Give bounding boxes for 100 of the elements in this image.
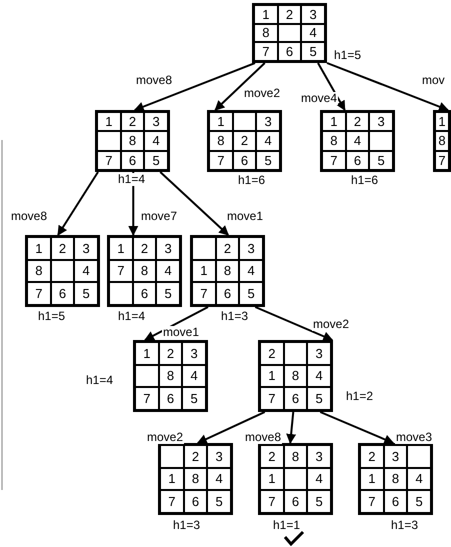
number-tile: 2 [158,342,182,365]
number-tile: 7 [135,387,159,410]
puzzle-board [358,443,433,515]
number-tile: 4 [256,131,280,151]
number-tile: 2 [184,445,208,468]
number-tile: 7 [322,150,346,170]
arrow [144,306,208,341]
number-tile: 5 [369,150,393,170]
number-tile: 3 [144,112,168,132]
number-tile: 4 [307,468,331,490]
number-tile: 5 [307,490,331,513]
number-tile: 7 [192,282,216,305]
number-tile: 6 [184,490,208,513]
heuristic-value: h1=1 [272,519,302,532]
number-tile: 5 [182,387,206,410]
number-tile: 8 [184,468,208,490]
edge-label: move1 [226,210,264,223]
number-tile: 7 [27,282,51,305]
number-tile: 4 [156,260,180,282]
number-tile: 5 [207,490,231,513]
puzzle-board [25,235,100,307]
number-tile: 2 [232,131,256,151]
number-tile: 2 [132,237,156,260]
number-tile: 4 [346,131,370,151]
heuristic-value: h1=6 [350,174,380,187]
number-tile: 6 [278,42,302,61]
number-tile: 3 [156,237,180,260]
edge-label: move4 [300,92,338,105]
edge-label: move8 [244,431,282,444]
empty-tile [284,342,308,365]
edge-label: move2 [243,87,282,100]
number-tile: 1 [260,364,284,388]
number-tile: 5 [74,282,98,305]
puzzle-board [258,340,333,412]
arrow [254,306,334,342]
number-tile: 7 [435,150,449,170]
number-tile: 7 [254,42,278,61]
number-tile: 1 [360,468,384,490]
empty-tile [160,445,184,468]
number-tile: 5 [301,42,325,61]
edge-label: move1 [162,326,200,339]
number-tile: 5 [307,387,331,410]
arrow [326,62,449,112]
puzzle-board [133,340,208,412]
number-tile: 7 [97,150,121,170]
empty-tile [192,237,216,260]
number-tile: 4 [182,364,206,388]
number-tile: 3 [307,342,331,365]
arrow [57,171,99,236]
number-tile: 6 [284,387,308,410]
number-tile: 2 [50,237,74,260]
number-tile: 3 [74,237,98,260]
number-tile: 4 [407,468,431,490]
number-tile: 1 [135,342,159,365]
number-tile: 1 [160,468,184,490]
number-tile: 2 [360,445,384,468]
number-tile: 3 [369,112,393,132]
heuristic-value: h1=6 [237,174,266,187]
number-tile: 2 [120,112,144,132]
number-tile: 3 [256,112,280,132]
number-tile: 8 [254,24,278,42]
number-tile: 1 [260,468,284,490]
arrow [286,412,296,444]
number-tile: 3 [207,445,231,468]
number-tile: 3 [239,237,263,260]
number-tile: 7 [160,490,184,513]
puzzle-board [107,235,182,307]
heuristic-value: h1=3 [220,310,250,323]
number-tile: 5 [144,150,168,170]
number-tile: 6 [132,282,156,305]
number-tile: 6 [232,150,256,170]
empty-tile [278,24,302,42]
puzzle-board [433,110,451,172]
heuristic-value: h1=3 [172,519,202,532]
number-tile: 5 [407,490,431,513]
number-tile: 2 [260,445,284,468]
heuristic-value: h1=4 [117,173,146,186]
number-tile: 8 [209,131,233,151]
number-tile: 2 [216,237,240,260]
empty-tile [407,445,431,468]
number-tile: 3 [301,5,325,24]
number-tile: 1 [322,112,346,132]
number-tile: 4 [301,24,325,42]
number-tile: 1 [97,112,121,132]
number-tile: 6 [216,282,240,305]
number-tile: 8 [27,260,51,282]
number-tile: 8 [435,131,449,151]
number-tile: 6 [50,282,74,305]
number-tile: 8 [158,364,182,388]
number-tile: 3 [182,342,206,365]
number-tile: 8 [120,131,144,151]
empty-tile [109,282,133,305]
number-tile: 6 [284,490,308,513]
number-tile: 7 [209,150,233,170]
number-tile: 5 [239,282,263,305]
number-tile: 1 [209,112,233,132]
edge-label: move3 [395,431,434,444]
number-tile: 8 [284,445,308,468]
number-tile: 4 [239,260,263,282]
heuristic-value: h1=5 [37,310,66,323]
